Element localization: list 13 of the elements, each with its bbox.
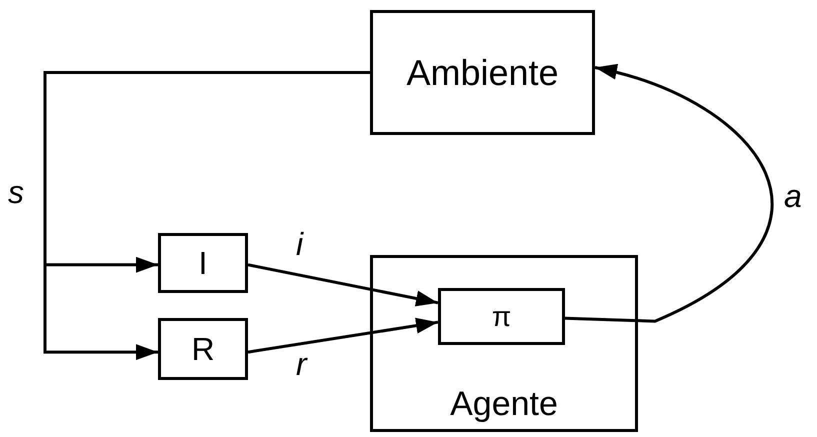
process-box [158,318,248,380]
process-box [438,288,565,345]
arrow [248,316,438,354]
arrow [564,64,774,323]
node-label: Agente [450,387,558,421]
process-box [370,255,638,432]
process-box [370,10,595,135]
arrow [248,263,438,308]
process-box [158,233,248,293]
node-label: Ambiente [406,54,559,90]
node-label: I [198,247,208,279]
node-label: π [492,302,512,330]
node-label: R [191,333,215,365]
